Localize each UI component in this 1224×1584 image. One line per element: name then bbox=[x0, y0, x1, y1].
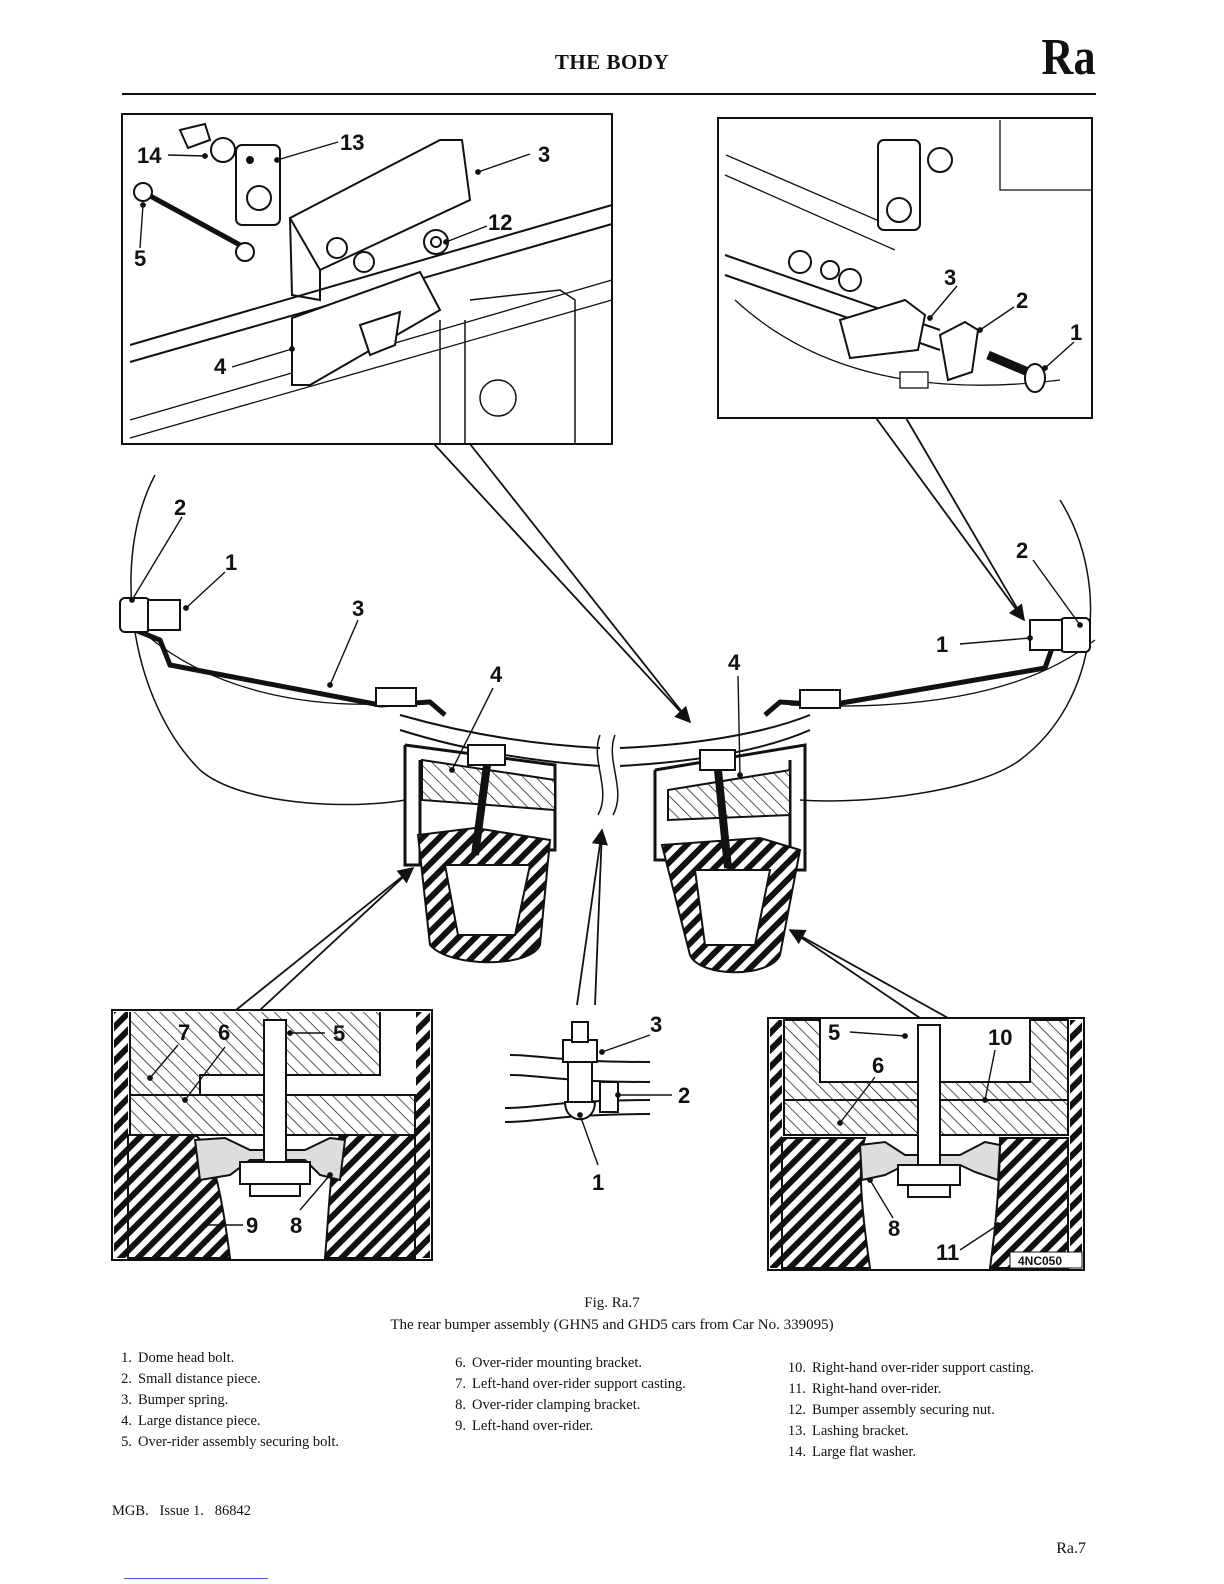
callout-1: 1 bbox=[936, 632, 948, 657]
legend-item: 4.Large distance piece. bbox=[121, 1413, 261, 1429]
inset-top-left bbox=[121, 113, 613, 445]
legend-item: 11.Right-hand over-rider. bbox=[788, 1381, 942, 1397]
legend-column-3: 10.Right-hand over-rider support casting… bbox=[782, 1358, 1034, 1463]
header-rule bbox=[122, 93, 1096, 95]
footer-rule bbox=[124, 1578, 268, 1579]
callout-14: 14 bbox=[137, 143, 162, 168]
callout-3: 3 bbox=[944, 265, 956, 290]
callout-11: 11 bbox=[936, 1240, 959, 1265]
callout-2: 2 bbox=[174, 495, 186, 520]
footer-page-number: Ra.7 bbox=[1056, 1540, 1086, 1557]
inset-pointer-lines bbox=[433, 417, 1025, 724]
callout-labels: 14 13 3 12 5 4 3 2 1 2 1 3 4 4 2 1 7 6 5… bbox=[134, 130, 1082, 1268]
inset-bottom-left bbox=[111, 1009, 433, 1261]
callout-8: 8 bbox=[290, 1213, 302, 1238]
drawing-code: 4NC050 bbox=[1018, 1254, 1062, 1268]
callout-4: 4 bbox=[214, 354, 227, 379]
legend-column-1: 1.Dome head bolt. 2.Small distance piece… bbox=[112, 1348, 339, 1453]
inset-top-right bbox=[717, 117, 1093, 419]
callout-2: 2 bbox=[678, 1083, 690, 1108]
inset-bottom-centre bbox=[504, 1021, 651, 1123]
legend-item: 2.Small distance piece. bbox=[121, 1371, 261, 1387]
callout-3: 3 bbox=[650, 1012, 662, 1037]
callout-3: 3 bbox=[352, 596, 364, 621]
legend-item: 13.Lashing bracket. bbox=[787, 1423, 909, 1439]
callout-1: 1 bbox=[592, 1170, 604, 1195]
legend-item: 10.Right-hand over-rider support casting… bbox=[787, 1360, 1034, 1376]
footer-issue-info: MGB. Issue 1. 86842 bbox=[112, 1503, 251, 1519]
callout-9: 9 bbox=[246, 1213, 258, 1238]
callout-3: 3 bbox=[538, 142, 550, 167]
legend-item: 14.Large flat washer. bbox=[787, 1444, 917, 1460]
legend-item: 12.Bumper assembly securing nut. bbox=[787, 1402, 995, 1418]
legend-item: 6.Over-rider mounting bracket. bbox=[455, 1355, 643, 1371]
legend-item: 8.Over-rider clamping bracket. bbox=[455, 1397, 641, 1413]
callout-4: 4 bbox=[490, 662, 503, 687]
figure-number: Fig. Ra.7 bbox=[584, 1295, 640, 1311]
callout-2: 2 bbox=[1016, 288, 1028, 313]
callout-5: 5 bbox=[333, 1021, 345, 1046]
callout-6: 6 bbox=[872, 1053, 884, 1078]
callout-1: 1 bbox=[1070, 320, 1082, 345]
callout-5: 5 bbox=[828, 1020, 840, 1045]
callout-7: 7 bbox=[178, 1020, 190, 1045]
legend-item: 3.Bumper spring. bbox=[121, 1392, 229, 1408]
callout-12: 12 bbox=[488, 210, 512, 235]
legend-item: 9.Left-hand over-rider. bbox=[455, 1418, 594, 1434]
legend-item: 1.Dome head bolt. bbox=[121, 1350, 235, 1366]
page-title: THE BODY bbox=[554, 50, 670, 74]
legend-item: 7.Left-hand over-rider support casting. bbox=[455, 1376, 686, 1392]
callout-13: 13 bbox=[340, 130, 364, 155]
detail-pointer-lines bbox=[235, 828, 949, 1019]
callout-2: 2 bbox=[1016, 538, 1028, 563]
section-code: Ra bbox=[1041, 29, 1096, 86]
main-bumper-view bbox=[119, 474, 1096, 974]
legend-item: 5.Over-rider assembly securing bolt. bbox=[121, 1434, 340, 1450]
callout-8: 8 bbox=[888, 1216, 900, 1241]
callout-1: 1 bbox=[225, 550, 237, 575]
callout-4: 4 bbox=[728, 650, 741, 675]
callout-leaders bbox=[129, 141, 1083, 1251]
figure-caption: The rear bumper assembly (GHN5 and GHD5 … bbox=[390, 1317, 834, 1333]
legend-column-2: 6.Over-rider mounting bracket. 7.Left-ha… bbox=[446, 1353, 686, 1437]
callout-6: 6 bbox=[218, 1020, 230, 1045]
inset-bottom-right bbox=[767, 1017, 1085, 1271]
callout-5: 5 bbox=[134, 246, 146, 271]
callout-10: 10 bbox=[988, 1025, 1012, 1050]
